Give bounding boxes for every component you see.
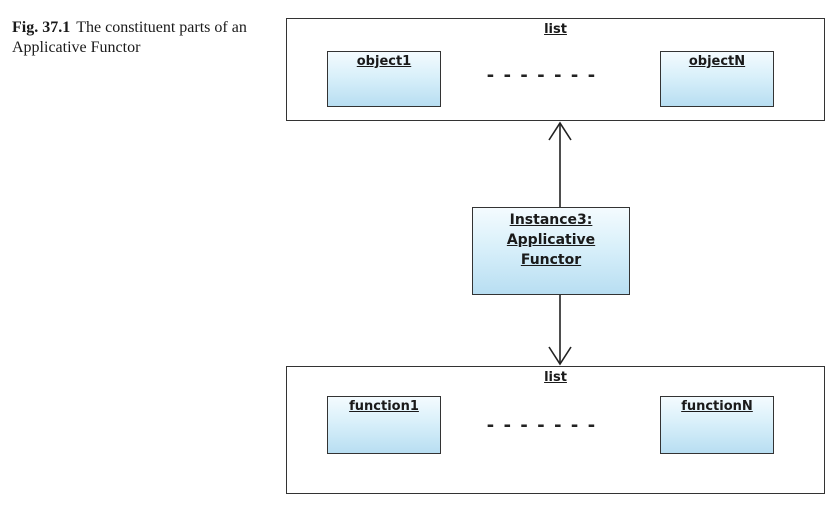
bottom-ellipsis: ------- <box>485 415 603 436</box>
function1-label: function1 <box>349 399 419 414</box>
arrowhead-bottom <box>548 346 572 366</box>
top-list-frame: list object1 ------- objectN <box>286 18 825 121</box>
applicative-functor-box: Instance3: Applicative Functor <box>472 207 630 295</box>
top-list-title: list <box>544 22 567 37</box>
functionN-box: functionN <box>660 396 774 454</box>
top-ellipsis: ------- <box>485 65 603 86</box>
bottom-list-title: list <box>544 370 567 385</box>
objectN-label: objectN <box>688 54 746 69</box>
functor-line-3: Functor <box>520 252 582 268</box>
figure-caption-text: The constituent parts of an Applicative … <box>12 19 247 56</box>
object1-label: object1 <box>356 54 412 69</box>
functor-line-1: Instance3: <box>509 212 593 228</box>
object1-box: object1 <box>327 51 441 107</box>
figure-number: Fig. 37.1 <box>12 19 71 36</box>
functionN-label: functionN <box>681 399 753 414</box>
function1-box: function1 <box>327 396 441 454</box>
bottom-list-frame: list function1 ------- functionN <box>286 366 825 494</box>
objectN-box: objectN <box>660 51 774 107</box>
arrowhead-top <box>548 121 572 141</box>
functor-line-2: Applicative <box>506 232 596 248</box>
